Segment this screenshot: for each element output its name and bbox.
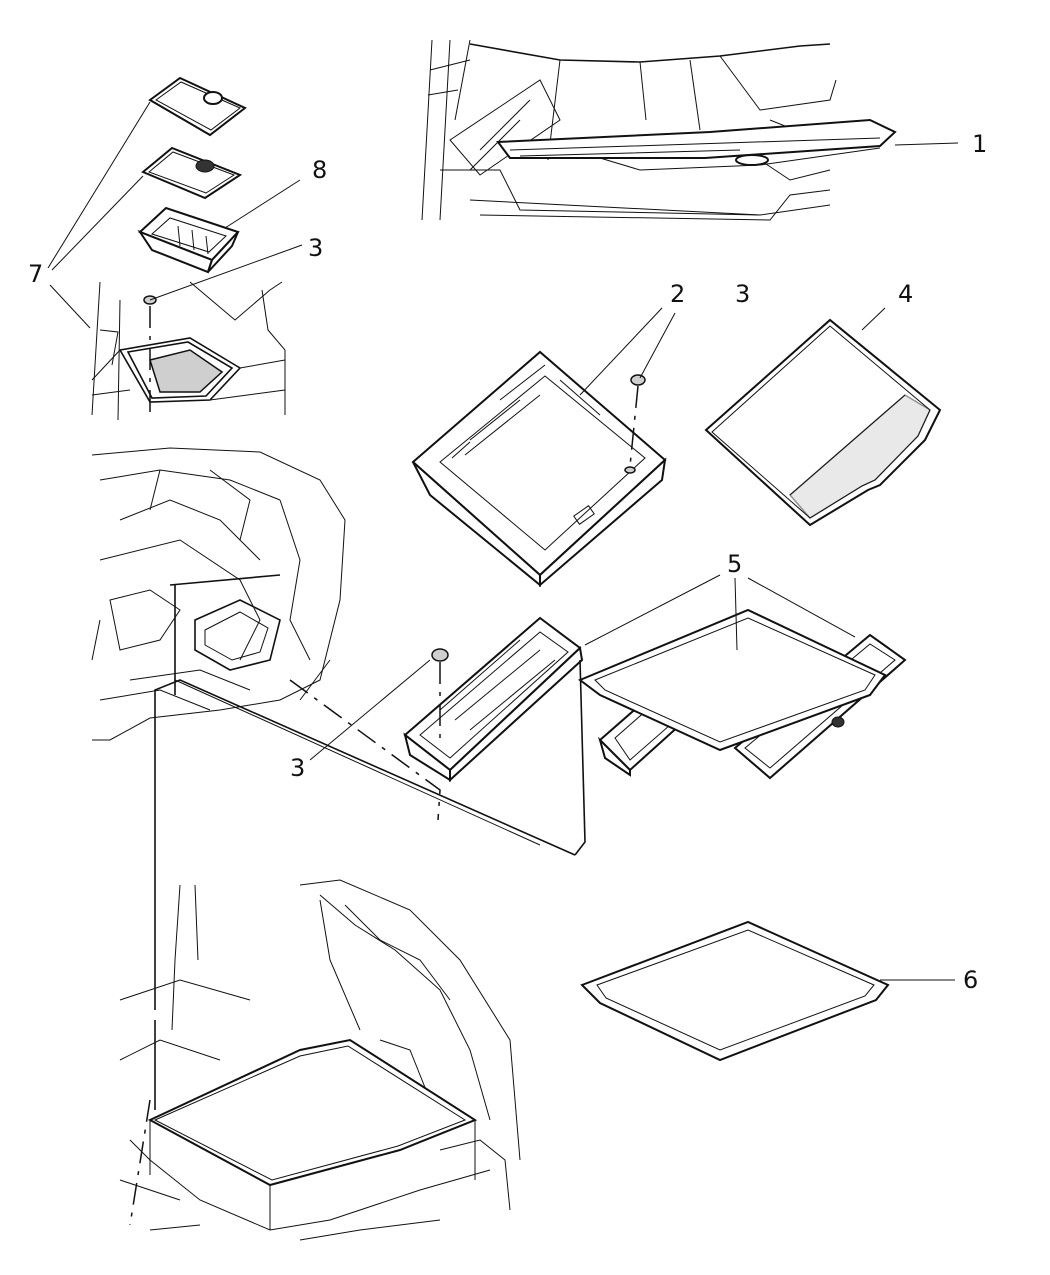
callout-3-top-left: 3 bbox=[308, 234, 323, 262]
cargo-area-cover-view bbox=[421, 39, 897, 221]
storage-lid-upper bbox=[148, 76, 247, 137]
mat-leader-frame-inner bbox=[174, 679, 541, 846]
leader-lines bbox=[47, 101, 959, 1226]
callout-2: 2 bbox=[670, 280, 685, 308]
rear-cargo-view bbox=[119, 879, 521, 1241]
mat-leader-frame bbox=[154, 679, 576, 1010]
cargo-tray-large bbox=[411, 350, 667, 588]
cargo-mat-main bbox=[580, 920, 890, 1062]
leader-dash-underbody bbox=[289, 679, 441, 821]
cargo-tray-small-left bbox=[403, 616, 584, 783]
cargo-mat bbox=[578, 608, 887, 752]
leader-mat-connector bbox=[574, 659, 586, 856]
storage-well-view bbox=[91, 281, 286, 421]
callout-4: 4 bbox=[898, 280, 913, 308]
callout-7: 7 bbox=[28, 260, 43, 288]
callout-3-bottom: 3 bbox=[290, 754, 305, 782]
underbody-view bbox=[91, 447, 346, 741]
load-floor-panel bbox=[704, 318, 942, 527]
fastener-mid-right bbox=[629, 374, 646, 467]
callout-6: 6 bbox=[963, 966, 978, 994]
callout-8: 8 bbox=[312, 156, 327, 184]
storage-lid-lower bbox=[141, 146, 243, 200]
fastener-upper-left bbox=[143, 295, 157, 418]
callout-3-mid: 3 bbox=[735, 280, 750, 308]
storage-bin bbox=[137, 206, 240, 274]
callout-5: 5 bbox=[727, 550, 742, 578]
callout-1: 1 bbox=[972, 130, 987, 158]
fastener-lower-left bbox=[431, 648, 449, 740]
